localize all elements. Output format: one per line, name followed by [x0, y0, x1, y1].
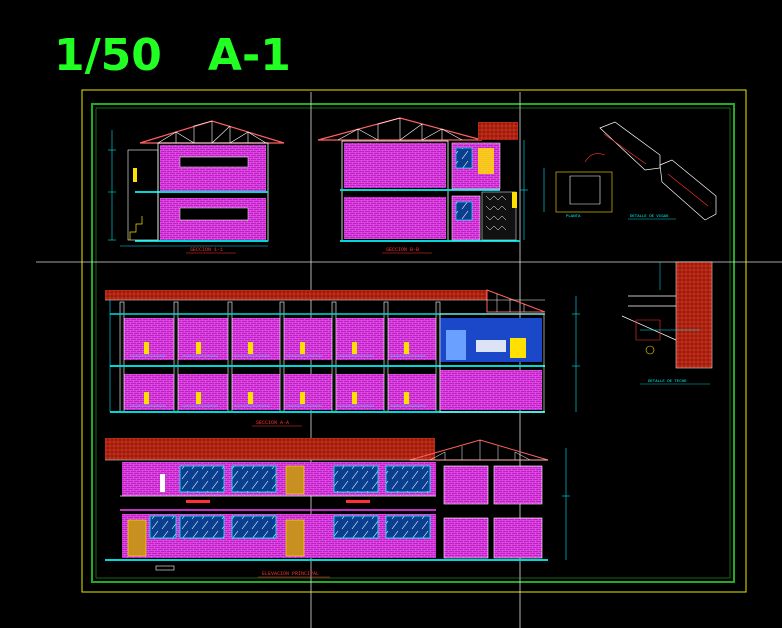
- inner-frame: [91, 103, 735, 583]
- person-icon: [512, 192, 517, 208]
- roof-detail-label: DETALLE DE TECHO: [648, 380, 687, 384]
- plan-note-label: PLANTA: [566, 215, 581, 219]
- door-icon: [127, 519, 147, 557]
- truss-icon: [317, 117, 483, 141]
- sheet-title: 1/50 A-1: [54, 30, 291, 82]
- stair-icon: [129, 216, 143, 240]
- section-1-1-label: SECCION 1-1: [190, 247, 223, 253]
- section-1-1: SECCION 1-1: [108, 120, 285, 254]
- person-icon: [144, 342, 149, 354]
- truss-icon: [139, 120, 285, 144]
- person-icon: [144, 392, 149, 404]
- main-elevation: ELEVACION PRINCIPAL: [105, 438, 570, 578]
- person-icon: [300, 392, 305, 404]
- person-icon: [196, 342, 201, 354]
- elevation-label: ELEVACION PRINCIPAL: [262, 571, 319, 577]
- door-icon: [285, 519, 305, 557]
- person-icon: [300, 342, 305, 354]
- person-icon: [160, 474, 165, 492]
- person-icon: [133, 168, 137, 182]
- section-b-b: SECCION B-B: [317, 117, 528, 254]
- scale-label: 1/50: [54, 30, 162, 81]
- sheet-number: A-1: [207, 30, 291, 81]
- person-icon: [248, 342, 253, 354]
- beam-detail-label: DETALLE DE VIGAS: [630, 215, 669, 219]
- person-icon: [404, 342, 409, 354]
- roof-detail: DETALLE DE TECHO: [621, 261, 713, 385]
- sheet-border: [81, 89, 747, 593]
- door-icon: [285, 465, 305, 495]
- person-icon: [404, 392, 409, 404]
- beam-detail: PLANTA DETALLE DE VIGAS: [543, 121, 717, 221]
- section-a-a: SECCION A-A: [105, 289, 580, 427]
- person-icon: [352, 392, 357, 404]
- person-icon: [196, 392, 201, 404]
- section-b-b-label: SECCION B-B: [386, 247, 419, 253]
- section-a-a-label: SECCION A-A: [256, 420, 289, 426]
- person-icon: [352, 342, 357, 354]
- inner-frame-line: [95, 107, 731, 579]
- person-icon: [248, 392, 253, 404]
